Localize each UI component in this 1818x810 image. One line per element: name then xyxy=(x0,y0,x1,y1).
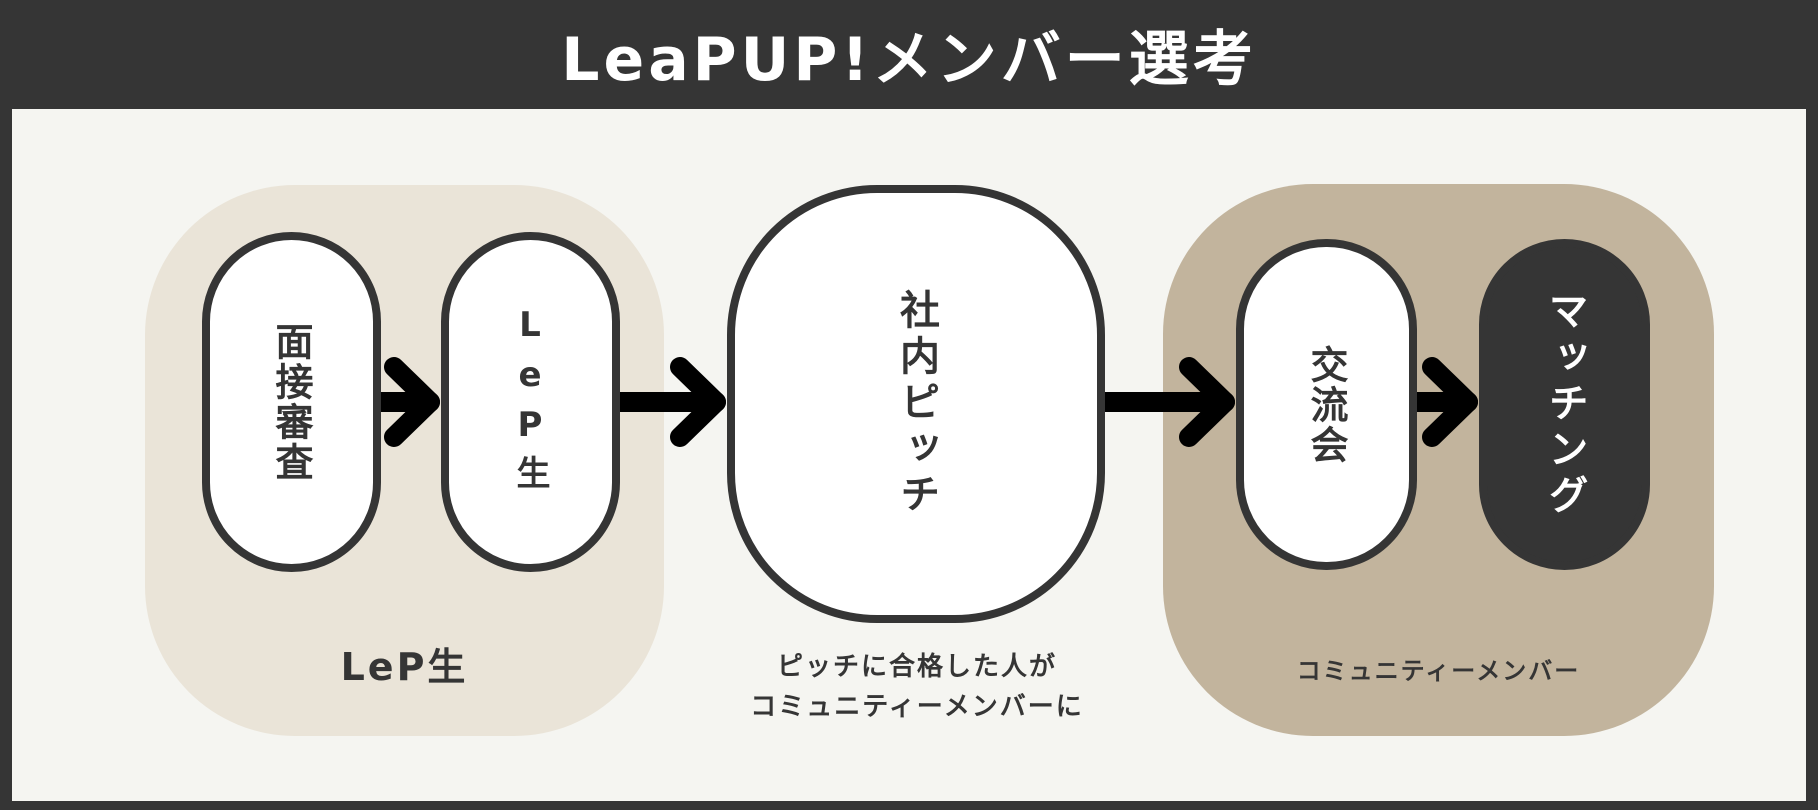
lep-group-label: LeP生 xyxy=(340,645,469,689)
step-matching: マッチング xyxy=(1479,239,1650,570)
step-interview-label: 面接審査 xyxy=(269,322,313,482)
diagram-panel: 面接審査 LeP生 社内ピッチ 交流会 マッチング LeP生 コミュニティーメン… xyxy=(12,109,1806,801)
community-group-label: コミュニティーメンバー xyxy=(1296,657,1581,685)
step-koryukai: 交流会 xyxy=(1236,239,1417,570)
diagram-title: LeaPUP!メンバー選考 xyxy=(561,24,1257,95)
step-lep-sei-label: LeP生 xyxy=(510,305,550,499)
pitch-caption-line1: ピッチに合格した人が xyxy=(776,652,1057,682)
step-interview: 面接審査 xyxy=(202,232,381,572)
step-pitch-label: 社内ピッチ xyxy=(893,289,939,519)
pitch-caption-line2: コミュニティーメンバーに xyxy=(750,692,1084,722)
step-matching-label: マッチング xyxy=(1541,289,1588,520)
step-lep-sei: LeP生 xyxy=(441,232,620,572)
pitch-caption: ピッチに合格した人が コミュニティーメンバーに xyxy=(672,647,1162,727)
step-pitch: 社内ピッチ xyxy=(727,185,1105,623)
step-koryukai-label: 交流会 xyxy=(1304,344,1348,465)
